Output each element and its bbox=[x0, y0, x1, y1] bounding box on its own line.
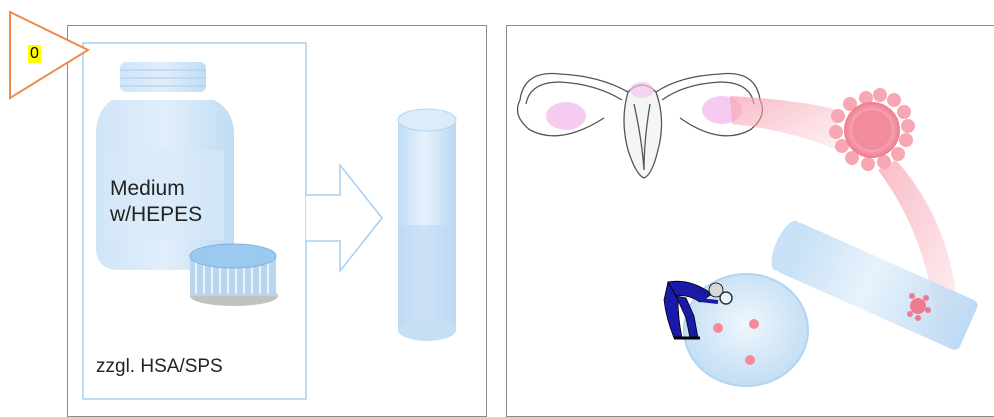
ovary-left bbox=[546, 102, 586, 130]
retrieval-flow bbox=[730, 96, 838, 150]
oocyte-cumulus bbox=[829, 88, 915, 171]
test-tube bbox=[398, 109, 456, 341]
orange-badge-icon bbox=[10, 12, 88, 98]
badge-number: 0 bbox=[28, 45, 41, 63]
bottle-label-line1: Medium bbox=[110, 176, 202, 202]
transfer-arrow-icon bbox=[306, 165, 382, 271]
bottle-label: Medium w/HEPES bbox=[110, 176, 202, 228]
bottle-label-line2: w/HEPES bbox=[110, 202, 202, 228]
bottle-cap bbox=[190, 244, 278, 306]
uterus-fundus bbox=[630, 82, 654, 98]
hsa-sps-label: zzgl. HSA/SPS bbox=[96, 356, 223, 378]
